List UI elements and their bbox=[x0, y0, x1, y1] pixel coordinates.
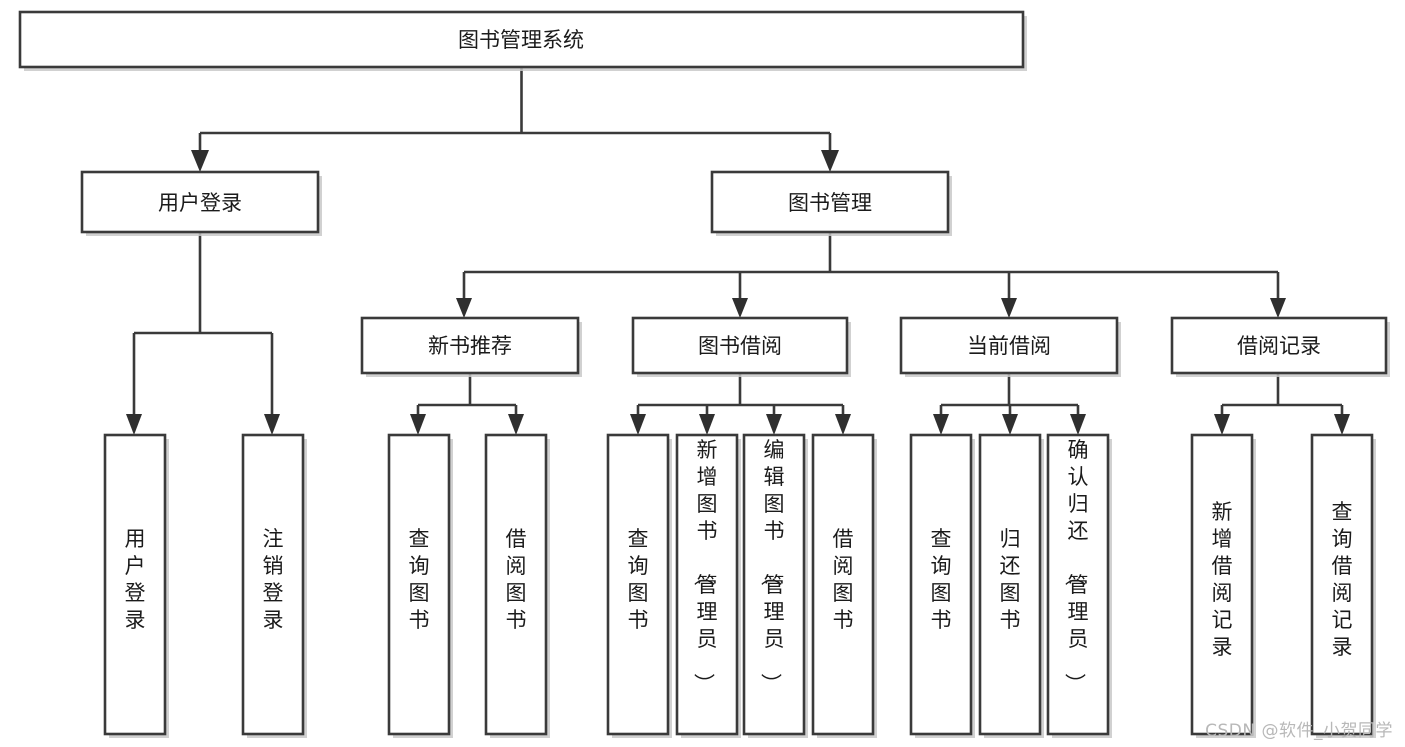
leaf-label: 新增图书（管理员） bbox=[692, 438, 718, 694]
leaf-box[interactable] bbox=[1310, 433, 1374, 736]
arrow-bm-c3 bbox=[1001, 298, 1017, 318]
arrow-borrow-l2 bbox=[699, 414, 715, 435]
node-book-borrow[interactable]: 图书借阅 bbox=[631, 316, 851, 377]
leaf-node[interactable]: 查询图书 bbox=[606, 433, 672, 738]
node-root[interactable]: 图书管理系统 bbox=[18, 10, 1027, 71]
user-login-box[interactable] bbox=[80, 170, 320, 234]
new-book-rec-label: 新书推荐 bbox=[428, 334, 512, 358]
node-user-login[interactable]: 用户登录 bbox=[80, 170, 322, 236]
leaf-node[interactable]: 归还图书 bbox=[978, 433, 1044, 738]
book-borrow-label: 图书借阅 bbox=[698, 334, 782, 358]
leaf-box[interactable] bbox=[241, 433, 305, 736]
node-current-borrow[interactable]: 当前借阅 bbox=[899, 316, 1121, 377]
leaf-box[interactable] bbox=[484, 433, 548, 736]
arrow-user-login-l2 bbox=[264, 414, 280, 435]
leaf-node[interactable]: 新增借阅记录 bbox=[1190, 433, 1256, 738]
leaf-box[interactable] bbox=[103, 433, 167, 736]
leaf-box[interactable] bbox=[742, 433, 806, 736]
arrow-current-l3 bbox=[1070, 414, 1086, 435]
leaf-label: 新增借阅记录 bbox=[1212, 500, 1233, 659]
book-manage-label: 图书管理 bbox=[788, 191, 872, 215]
leaf-box[interactable] bbox=[387, 433, 451, 736]
arrow-root-to-user-login bbox=[191, 150, 209, 172]
leaf-node[interactable]: 查询图书 bbox=[909, 433, 975, 738]
leaf-box[interactable] bbox=[909, 433, 973, 736]
borrow-record-box[interactable] bbox=[1170, 316, 1388, 375]
arrow-bm-c4 bbox=[1270, 298, 1286, 318]
leaf-label: 查询图书 bbox=[931, 527, 952, 632]
current-borrow-box[interactable] bbox=[899, 316, 1119, 375]
arrow-borrow-l3 bbox=[766, 414, 782, 435]
arrow-newbook-l2 bbox=[508, 414, 524, 435]
leaf-label: 查询图书 bbox=[628, 527, 649, 632]
leaf-label: 确认归还（管理员） bbox=[1063, 438, 1089, 694]
leaf-node[interactable]: 用户登录 bbox=[103, 433, 169, 738]
arrow-borrow-l1 bbox=[630, 414, 646, 435]
arrow-borrow-l4 bbox=[835, 414, 851, 435]
root-box[interactable] bbox=[18, 10, 1025, 69]
arrow-user-login-l1 bbox=[126, 414, 142, 435]
leaf-label: 用户登录 bbox=[125, 527, 146, 632]
leaf-label: 查询借阅记录 bbox=[1332, 500, 1353, 659]
borrow-record-label: 借阅记录 bbox=[1237, 334, 1321, 358]
arrow-newbook-l1 bbox=[410, 414, 426, 435]
arrow-bm-c1 bbox=[456, 298, 472, 318]
node-new-book-rec[interactable]: 新书推荐 bbox=[360, 316, 582, 377]
leaf-node[interactable]: 借阅图书 bbox=[811, 433, 877, 738]
arrow-record-l2 bbox=[1334, 414, 1350, 435]
node-borrow-record[interactable]: 借阅记录 bbox=[1170, 316, 1390, 377]
leaf-label: 借阅图书 bbox=[506, 527, 527, 632]
book-borrow-box[interactable] bbox=[631, 316, 849, 375]
leaf-node[interactable]: 确认归还（管理员） bbox=[1046, 433, 1112, 738]
leaf-node[interactable]: 借阅图书 bbox=[484, 433, 550, 738]
leaf-node[interactable]: 查询图书 bbox=[387, 433, 453, 738]
arrow-current-l1 bbox=[933, 414, 949, 435]
leaf-label: 归还图书 bbox=[1000, 527, 1021, 632]
leaf-node[interactable]: 注销登录 bbox=[241, 433, 307, 738]
arrow-bm-c2 bbox=[732, 298, 748, 318]
arrow-current-l2 bbox=[1002, 414, 1018, 435]
leaf-box[interactable] bbox=[1190, 433, 1254, 736]
leaf-box[interactable] bbox=[978, 433, 1042, 736]
leaf-node[interactable]: 查询借阅记录 bbox=[1310, 433, 1376, 738]
leaf-box[interactable] bbox=[1046, 433, 1110, 736]
leaf-box[interactable] bbox=[606, 433, 670, 736]
leaf-label: 查询图书 bbox=[409, 527, 430, 632]
leaf-label: 编辑图书（管理员） bbox=[759, 438, 785, 694]
connector-layer bbox=[126, 67, 1350, 435]
leaf-node-layer: 用户登录 注销登录 查询图书 借阅图书 查询图书 新增图书（管理员） 编辑图书（管理员） 借阅… bbox=[103, 433, 1376, 738]
leaf-node[interactable]: 编辑图书（管理员） bbox=[742, 433, 808, 738]
leaf-box[interactable] bbox=[675, 433, 739, 736]
leaf-label: 借阅图书 bbox=[833, 527, 854, 632]
arrow-record-l1 bbox=[1214, 414, 1230, 435]
node-book-manage[interactable]: 图书管理 bbox=[710, 170, 952, 236]
new-book-rec-box[interactable] bbox=[360, 316, 580, 375]
arrow-root-to-book-manage bbox=[821, 150, 839, 172]
leaf-box[interactable] bbox=[811, 433, 875, 736]
book-manage-box[interactable] bbox=[710, 170, 950, 234]
leaf-node[interactable]: 新增图书（管理员） bbox=[675, 433, 741, 738]
leaf-label: 注销登录 bbox=[263, 527, 284, 632]
root-label: 图书管理系统 bbox=[458, 28, 584, 52]
user-login-label: 用户登录 bbox=[158, 191, 242, 215]
current-borrow-label: 当前借阅 bbox=[967, 334, 1051, 358]
csdn-watermark: CSDN @软件_小贺同学 bbox=[1205, 721, 1393, 741]
